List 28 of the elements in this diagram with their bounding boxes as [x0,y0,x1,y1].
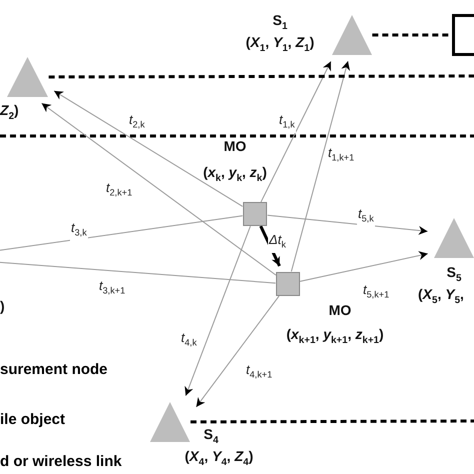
edge-label: Δt$_{k}$ [268,232,287,253]
arrow [266,214,428,235]
arrow [259,225,281,267]
node-label: S$_{5}$ [446,264,462,284]
link-line [48,74,474,78]
node-label: MO [222,138,248,154]
node-label: MO [328,302,352,318]
coordinate-label: ) [0,298,5,314]
coordinate-label: (X$_{1}$, Y$_{1}$, Z$_{1}$) [244,34,316,54]
arrow [41,102,276,276]
legend-label: d or wireless link [0,453,122,470]
node-box [452,14,474,56]
legend-label: surement node [0,361,108,378]
arrow [184,226,251,396]
legend-label: ile object [0,411,66,428]
arrow [300,251,428,282]
node-label: S$_{4}$ [202,426,220,446]
coordinate-label: (x$_{k+1}$, y$_{k+1}$, z$_{k+1}$) [285,326,385,346]
node-label: S$_{1}$ [272,12,288,32]
arrow [290,60,350,272]
arrow [54,90,244,207]
coordinate-label: (X$_{5}$, Y$_{5}$, [418,286,465,306]
link-line [190,420,474,424]
coordinate-label: Z$_{2}$) [0,102,20,122]
coordinate-label: (X$_{4}$, Y$_{4}$, Z$_{4}$) [184,448,254,468]
arrow [260,60,332,202]
coordinate-label: (x$_{k}$, y$_{k}$, z$_{k}$) [202,164,268,184]
arrow [196,296,280,408]
